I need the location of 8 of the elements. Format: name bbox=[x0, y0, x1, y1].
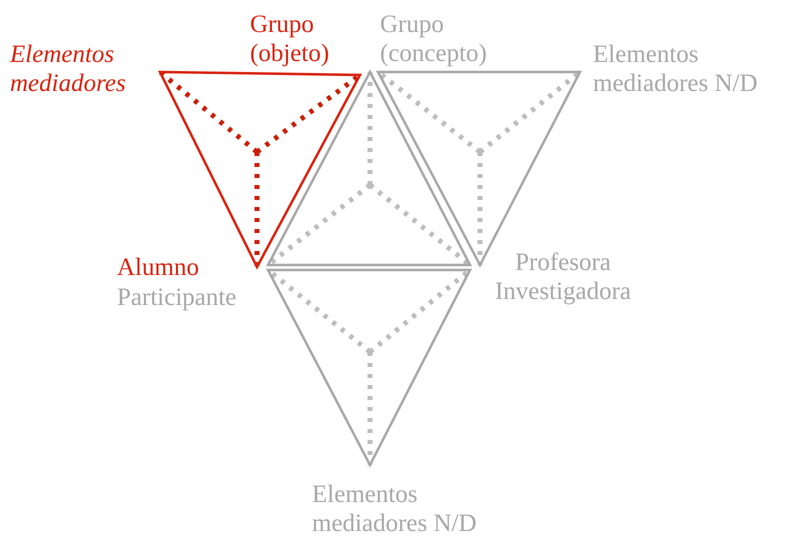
vertex-label: Elementos mediadores bbox=[10, 40, 127, 98]
vertex-label: Elementos mediadores N/D bbox=[312, 480, 478, 536]
vertex-label: Participante bbox=[117, 283, 238, 312]
vertex-label: Grupo (concepto) bbox=[380, 10, 488, 68]
vertex-label: Grupo (objeto) bbox=[250, 10, 330, 68]
vertex-label: Profesora Investigadora bbox=[494, 248, 632, 306]
vertex-label: Elementos mediadores N/D bbox=[593, 40, 759, 98]
vertex-label: Alumno bbox=[117, 253, 200, 282]
